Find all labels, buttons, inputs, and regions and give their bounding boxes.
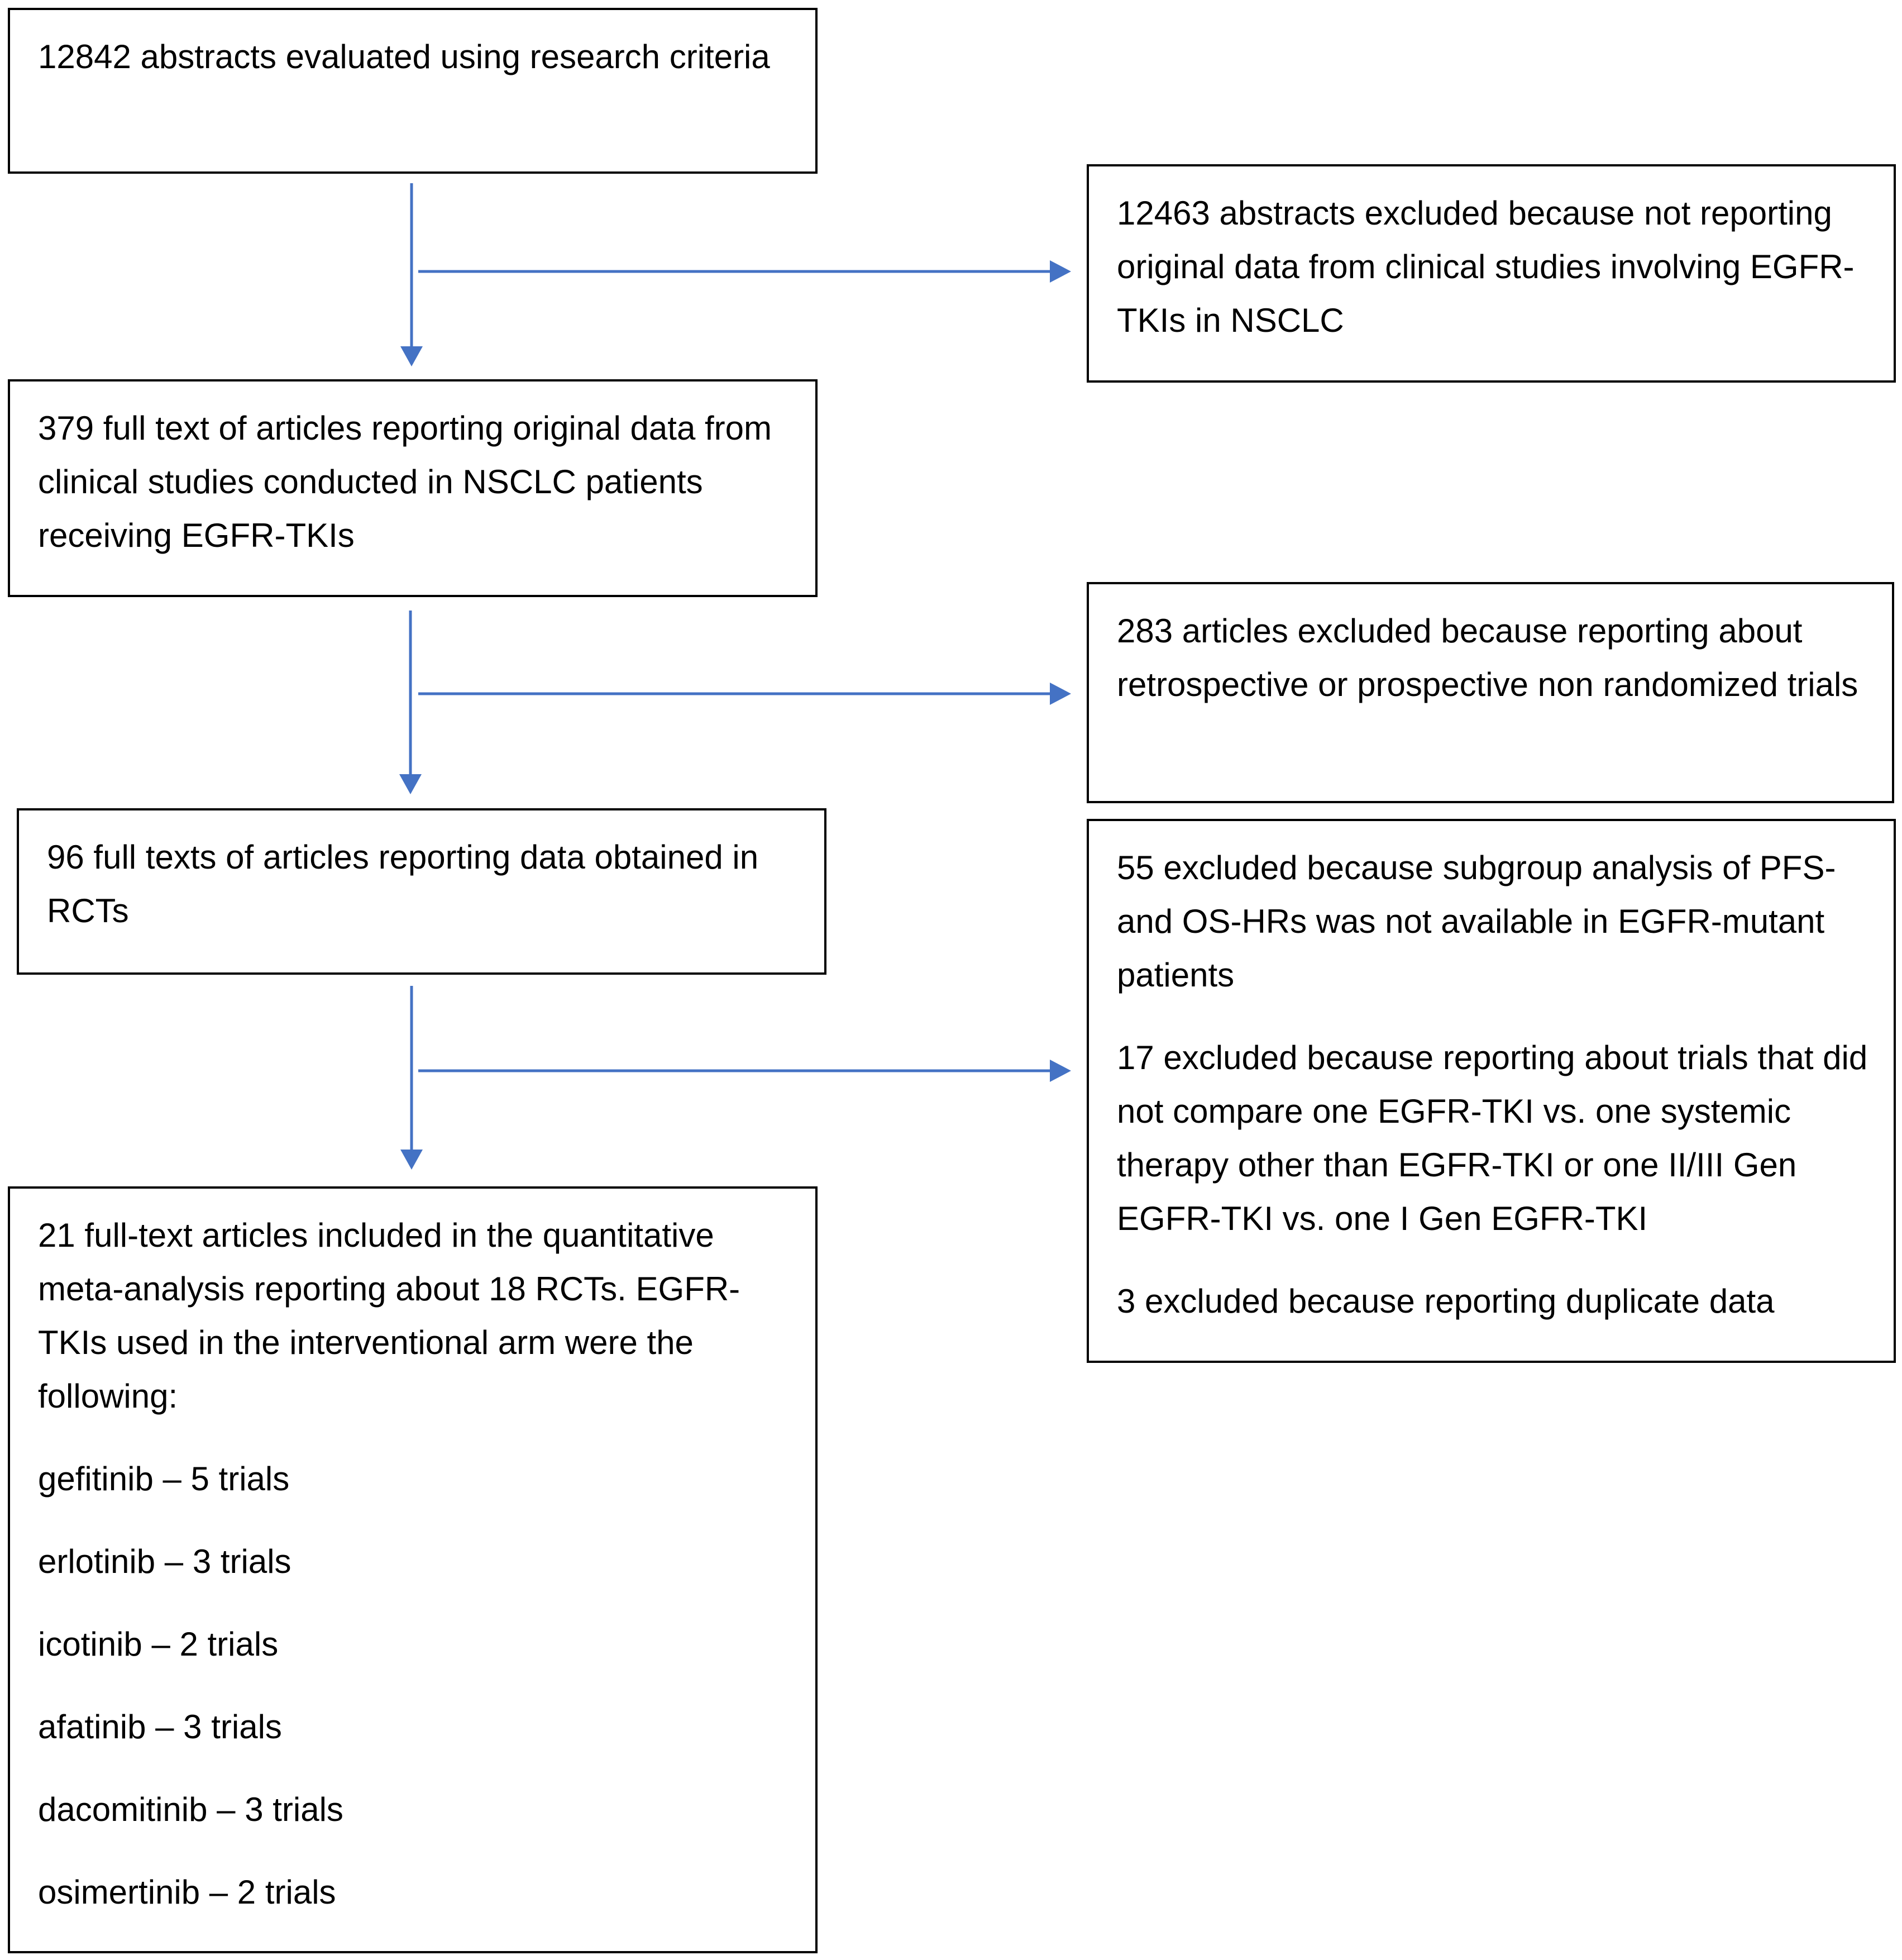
drug-item-icotinib: icotinib – 2 trials [38,1625,279,1663]
excluded-duplicate-text: 3 excluded because reporting duplicate d… [1117,1282,1775,1320]
abstracts-evaluated-text: 12842 abstracts evaluated using research… [38,38,770,75]
down-arrowhead-3 [400,1150,423,1170]
right-arrowhead-1 [1050,260,1071,283]
drug-item-afatinib: afatinib – 3 trials [38,1708,282,1746]
full-text-articles-text: 379 full text of articles reporting orig… [38,409,772,554]
rct-articles-box: 96 full texts of articles reporting data… [17,808,826,975]
excluded-comparison-text: 17 excluded because reporting about tria… [1117,1039,1868,1237]
full-text-articles-box: 379 full text of articles reporting orig… [8,379,818,597]
right-arrowhead-3 [1050,1060,1071,1082]
drug-item-dacomitinib: dacomitinib – 3 trials [38,1791,343,1828]
included-articles-intro: 21 full-text articles included in the qu… [38,1217,740,1415]
excluded-abstracts-text: 12463 abstracts excluded because not rep… [1117,194,1855,339]
excluded-non-randomized-text: 283 articles excluded because reporting … [1117,612,1858,703]
rct-articles-text: 96 full texts of articles reporting data… [47,838,759,929]
excluded-rct-stage-box: 55 excluded because subgroup analysis of… [1087,819,1896,1363]
excluded-non-randomized-box: 283 articles excluded because reporting … [1087,582,1894,803]
excluded-subgroup-text: 55 excluded because subgroup analysis of… [1117,849,1836,994]
abstracts-evaluated-box: 12842 abstracts evaluated using research… [8,8,818,174]
right-arrowhead-2 [1050,683,1071,705]
drug-item-erlotinib: erlotinib – 3 trials [38,1543,291,1580]
drug-item-osimertinib: osimertinib – 2 trials [38,1873,336,1911]
down-arrowhead-2 [399,774,422,794]
excluded-abstracts-box: 12463 abstracts excluded because not rep… [1087,164,1896,383]
down-arrowhead-1 [400,346,423,366]
drug-item-gefitinib: gefitinib – 5 trials [38,1460,290,1498]
included-articles-box: 21 full-text articles included in the qu… [8,1186,818,1953]
